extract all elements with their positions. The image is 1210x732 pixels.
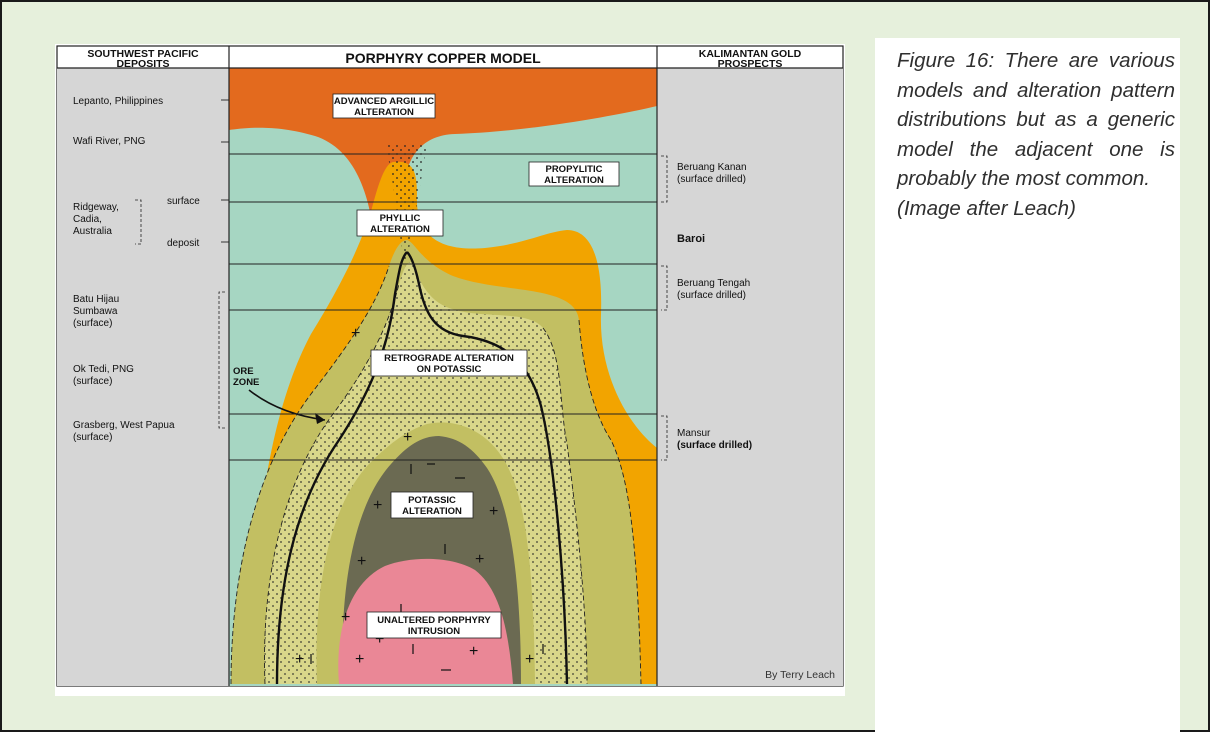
zone-advanced-line2: ALTERATION — [354, 107, 414, 118]
svg-text:+: + — [525, 651, 534, 668]
caption-panel: Figure 16: There are various models and … — [875, 38, 1180, 732]
deposit-grasberg: Grasberg, West Papua — [73, 420, 175, 431]
caption-text: Figure 16: There are various models and … — [897, 46, 1175, 194]
deposit-australia: Australia — [73, 226, 112, 237]
right-panel — [657, 68, 843, 686]
zone-ore-line1: ORE — [233, 366, 254, 377]
svg-text:+: + — [475, 551, 484, 568]
header-left-line2: DEPOSITS — [116, 58, 169, 70]
prospect-mansur-note: (surface drilled) — [677, 440, 752, 451]
diagram-credit: By Terry Leach — [765, 669, 835, 681]
prospect-kanan-note: (surface drilled) — [677, 174, 746, 185]
svg-text:+: + — [351, 325, 360, 342]
zone-retrograde-line2: ON POTASSIC — [417, 364, 482, 375]
svg-text:+: + — [295, 651, 304, 668]
zone-potassic-line1: POTASSIC — [408, 495, 456, 506]
deposit-oktedi-surface: (surface) — [73, 376, 112, 387]
deposit-lepanto: Lepanto, Philippines — [73, 96, 163, 107]
zone-retrograde-line1: RETROGRADE ALTERATION — [384, 353, 514, 364]
zone-advanced-line1: ADVANCED ARGILLIC — [334, 96, 434, 107]
header-center: PORPHYRY COPPER MODEL — [345, 50, 541, 66]
zone-propylitic-line2: ALTERATION — [544, 175, 604, 186]
caption-credit: (Image after Leach) — [897, 194, 1175, 224]
zone-unaltered-line1: UNALTERED PORPHYRY — [377, 615, 491, 626]
svg-text:+: + — [469, 643, 478, 660]
zone-ore-line2: ZONE — [233, 377, 259, 388]
label-deposit: deposit — [167, 238, 199, 249]
deposit-sumbawa: Sumbawa — [73, 306, 118, 317]
zone-unaltered-line2: INTRUSION — [408, 626, 460, 637]
svg-text:+: + — [403, 429, 412, 446]
svg-text:+: + — [357, 553, 366, 570]
deposit-cadia: Cadia, — [73, 214, 102, 225]
svg-text:+: + — [341, 609, 350, 626]
prospect-mansur: Mansur — [677, 428, 711, 439]
zone-phyllic-line2: ALTERATION — [370, 224, 430, 235]
prospect-baroi: Baroi — [677, 233, 705, 245]
deposit-batu: Batu Hijau — [73, 294, 119, 305]
svg-text:+: + — [373, 497, 382, 514]
figure-caption: Figure 16: There are various models and … — [897, 46, 1175, 224]
prospect-tengah: Beruang Tengah — [677, 278, 750, 289]
deposit-grasberg-surface: (surface) — [73, 432, 112, 443]
porphyry-model-figure: +++ ++ ++ +++ ++ ++ SOUTHWE — [55, 44, 845, 696]
label-surface: surface — [167, 196, 200, 207]
header-right-line2: PROSPECTS — [718, 58, 783, 70]
svg-text:+: + — [355, 651, 364, 668]
deposit-wafi: Wafi River, PNG — [73, 136, 146, 147]
deposit-batu-surface: (surface) — [73, 318, 112, 329]
prospect-kanan: Beruang Kanan — [677, 162, 747, 173]
prospect-tengah-note: (surface drilled) — [677, 290, 746, 301]
svg-text:+: + — [489, 503, 498, 520]
zone-potassic-line2: ALTERATION — [402, 506, 462, 517]
zone-propylitic-line1: PROPYLITIC — [545, 164, 602, 175]
deposit-ridgeway: Ridgeway, — [73, 202, 119, 213]
deposit-oktedi: Ok Tedi, PNG — [73, 364, 134, 375]
zone-phyllic-line1: PHYLLIC — [380, 213, 421, 224]
